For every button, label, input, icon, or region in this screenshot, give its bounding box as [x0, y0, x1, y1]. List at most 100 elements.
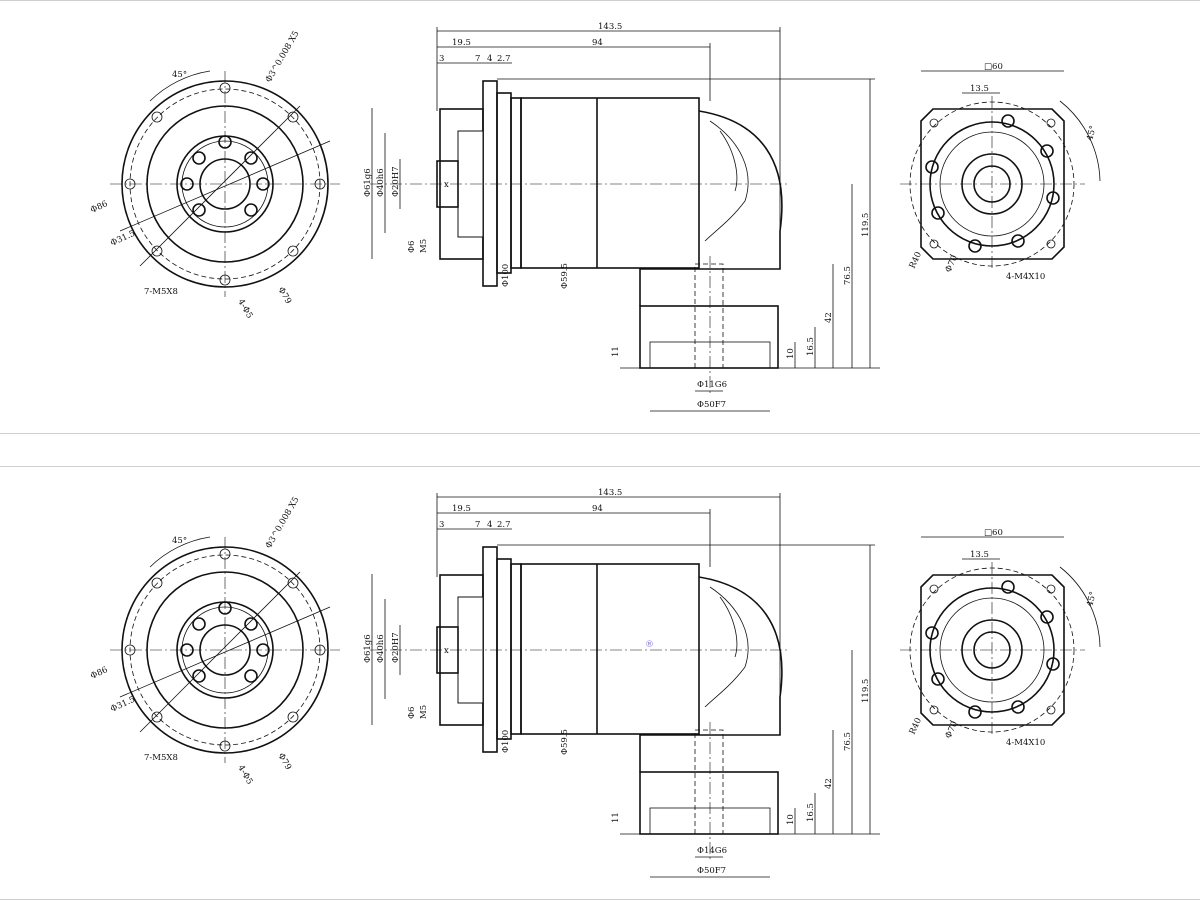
corner-hole	[1046, 118, 1056, 128]
end-hole	[1011, 234, 1025, 248]
drawing-svg-top: 45° Φ3^0.008 X5 Φ86 Φ31.5 7-M5X8 4-Φ5 Φ7…	[89, 22, 1101, 412]
dim-spigot: Φ50F7	[697, 400, 726, 410]
end-pilot-label: Φ70	[944, 720, 961, 740]
bore-label: Φ31.5	[109, 695, 137, 715]
drawing-panel-top: 45° Φ3^0.008 X5 Φ86 Φ31.5 7-M5X8 4-Φ5 Φ7…	[0, 0, 1200, 434]
flange-step	[510, 97, 522, 269]
dim-pilot: Φ40h6	[376, 634, 386, 663]
main-body	[520, 563, 700, 735]
end-key-label: 13.5	[970, 84, 989, 94]
dim-2-7: 2.7	[497, 54, 511, 64]
hole	[151, 711, 163, 723]
pcd-label: Φ86	[89, 199, 109, 216]
front-view: 45° Φ3^0.008 X5 Φ86 Φ31.5 7-M5X8 4-Φ5 Φ7…	[89, 29, 340, 320]
end-hole	[931, 672, 945, 686]
dim-2-7: 2.7	[497, 520, 511, 530]
dim-19-5: 19.5	[452, 504, 471, 514]
corner-hole	[1046, 584, 1056, 594]
flange-step	[510, 563, 522, 735]
dim-seat: Φ100	[501, 264, 511, 287]
angle-label: 45°	[172, 536, 187, 546]
end-hole	[1046, 191, 1060, 205]
hole	[287, 577, 299, 589]
dim-19-5: 19.5	[452, 38, 471, 48]
dim-4: 4	[487, 54, 492, 64]
angle-arc	[149, 536, 211, 568]
corner-hole	[929, 584, 939, 594]
angle-arc	[1059, 566, 1101, 648]
dim-h-total: 119.5	[861, 679, 871, 703]
tapped-holes-label: 7-M5X8	[144, 287, 178, 297]
hole	[287, 245, 299, 257]
end-hole	[1040, 610, 1054, 624]
end-view: □60 13.5 45° R40 Φ70 4-M4X10	[900, 528, 1101, 748]
leader	[119, 140, 331, 232]
bore-mark: x	[444, 646, 449, 656]
dim-thread: M5	[419, 239, 429, 253]
dim-h-11: 11	[611, 346, 621, 357]
right-angle-head	[639, 110, 783, 306]
dim-h-11: 11	[611, 812, 621, 823]
end-tapped-label: 4-M4X10	[1006, 272, 1045, 282]
dim-h-mid: 76.5	[843, 266, 853, 285]
end-hole	[968, 239, 982, 253]
tapped-hole	[244, 617, 258, 631]
flange-step	[496, 558, 512, 740]
tapped-hole	[192, 617, 206, 631]
dim-flange: Φ61g6	[363, 168, 373, 197]
dim-shaft: Φ11G6	[697, 380, 727, 390]
right-angle-head	[639, 576, 783, 772]
dim-shaft: Φ14G6	[697, 846, 727, 856]
corner-hole	[929, 705, 939, 715]
corner-hole	[929, 239, 939, 249]
brand-logo: ®	[645, 640, 654, 650]
front-view: 45° Φ3^0.008 X5 Φ86 Φ31.5 7-M5X8 4-Φ5 Φ7…	[89, 495, 340, 786]
head-curve	[719, 596, 738, 658]
side-view: 143.5 19.5 94 3 7 4 2.7 x ® Φ61g6 Φ40h6 …	[363, 488, 880, 878]
hole-dim-label: Φ79	[275, 752, 293, 772]
side-view: 143.5 19.5 94 3 7 4 2.7 x Φ61g6	[363, 22, 880, 412]
dim-4: 4	[487, 520, 492, 530]
dim-spigot: Φ50F7	[697, 866, 726, 876]
head-curve	[704, 586, 749, 708]
end-angle-label: 45°	[1085, 591, 1099, 608]
dim-hole1: Φ6	[407, 241, 417, 253]
dim-body: Φ59.5	[560, 263, 570, 289]
end-hole	[1001, 114, 1015, 128]
drawing-panel-bottom: 45° Φ3^0.008 X5 Φ86 Φ31.5 7-M5X8 4-Φ5 Φ7…	[0, 466, 1200, 900]
dim-7: 7	[475, 54, 480, 64]
dim-h-mid: 76.5	[843, 732, 853, 751]
hole	[151, 577, 163, 589]
end-hole	[1001, 580, 1015, 594]
hole-dim-label: Φ79	[275, 286, 293, 306]
drawing-svg-bottom: 45° Φ3^0.008 X5 Φ86 Φ31.5 7-M5X8 4-Φ5 Φ7…	[89, 488, 1101, 878]
dim-total: 143.5	[598, 488, 622, 498]
dim-bore: Φ20H7	[391, 632, 401, 663]
flange-plate	[482, 80, 498, 287]
end-hole	[925, 626, 939, 640]
tapped-holes-label: 7-M5X8	[144, 753, 178, 763]
dim-bore: Φ20H7	[391, 166, 401, 197]
pcd-label: Φ86	[89, 665, 109, 682]
leader	[139, 105, 301, 267]
head-curve	[719, 130, 738, 192]
output-block	[639, 305, 779, 369]
output-shaft-hidden	[694, 729, 724, 835]
hole	[151, 111, 163, 123]
dim-3: 3	[439, 520, 444, 530]
end-tapped-label: 4-M4X10	[1006, 738, 1045, 748]
dim-94: 94	[592, 38, 603, 48]
tapped-hole	[192, 669, 206, 683]
dim-h-10: 10	[786, 348, 796, 359]
tapped-hole	[192, 203, 206, 217]
dim-94: 94	[592, 504, 603, 514]
small-hole-label: 4-Φ5	[235, 298, 254, 321]
corner-hole	[1046, 705, 1056, 715]
tolerance-label: Φ3^0.008 X5	[264, 29, 302, 84]
dim-hole1: Φ6	[407, 707, 417, 719]
tolerance-label: Φ3^0.008 X5	[264, 495, 302, 550]
end-hole	[931, 206, 945, 220]
end-angle-label: 45°	[1085, 125, 1099, 142]
main-body	[520, 97, 700, 269]
hole	[287, 711, 299, 723]
